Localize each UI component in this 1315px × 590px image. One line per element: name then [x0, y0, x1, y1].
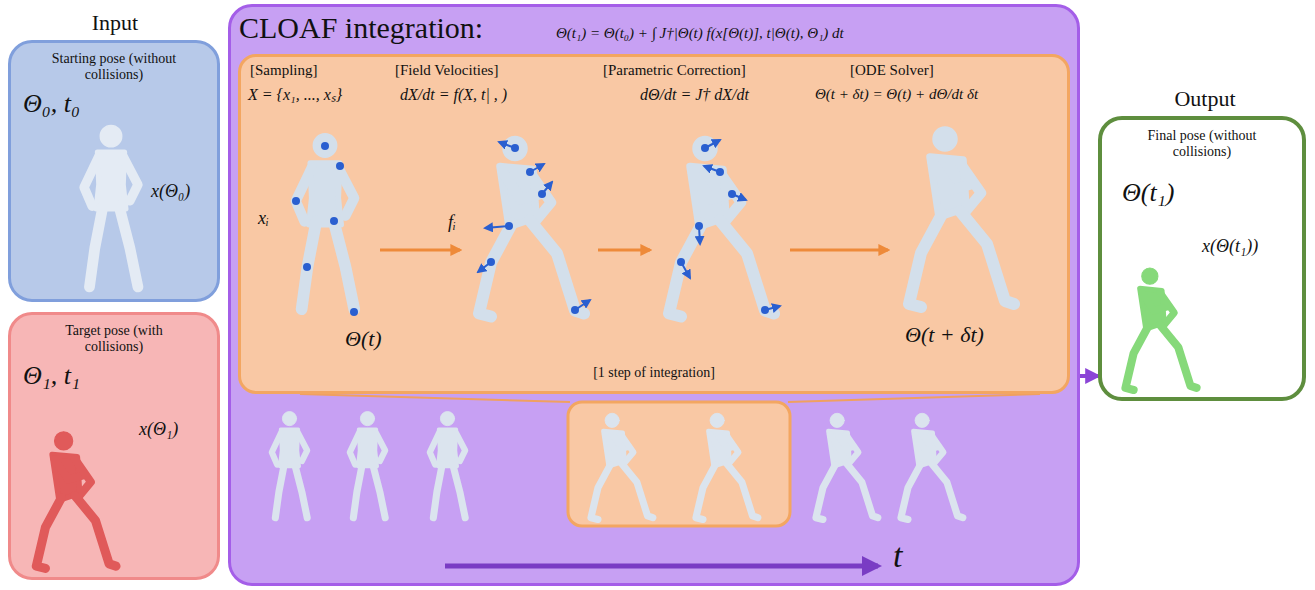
velocity-arrow — [705, 140, 720, 148]
step-arrow — [790, 249, 888, 252]
velocity-arrow — [499, 142, 515, 148]
point-label: xᵢ — [258, 208, 269, 229]
pose-parameters: Θ₁, t₁ — [23, 361, 80, 391]
target-pose-figure — [36, 432, 116, 569]
step-formula: X = {x₁, ..., xₛ} — [248, 86, 342, 104]
pose-figure — [296, 127, 1014, 317]
step-arrow — [380, 249, 888, 252]
velocity-arrow — [575, 300, 590, 310]
time-arrow — [445, 566, 878, 567]
velocity-arrow — [542, 182, 552, 194]
time-label: t — [893, 536, 902, 575]
start-pose-figure — [84, 125, 138, 287]
velocity-arrow — [765, 306, 780, 310]
pose-label: Θ(t) — [345, 326, 382, 351]
final-pose-figure — [1125, 268, 1196, 390]
zoom-lines — [568, 402, 790, 526]
final-pose-figure — [1125, 268, 1196, 390]
step-heading: [Parametric Correction] — [603, 62, 746, 79]
pose-sequence — [430, 412, 465, 518]
start-pose-figure — [84, 125, 138, 287]
pose-parameters: Θ₀, t₀ — [23, 89, 80, 119]
step-arrow — [598, 249, 650, 252]
box-heading: Starting pose (without collisions) — [41, 51, 187, 83]
input-box: Starting pose (without collisions) Θ₀, t₀… — [8, 40, 220, 302]
pose-sequence — [272, 412, 963, 520]
pose-sequence — [816, 413, 878, 519]
step-heading: [Field Velocities] — [395, 62, 498, 79]
output-box: Final pose (without collisions) Θ(t₁) x(Θ(… — [1098, 116, 1306, 401]
section-heading: Input — [60, 10, 170, 35]
zoom-lines — [300, 394, 1040, 526]
step-arrow — [380, 249, 460, 252]
sample-point — [336, 162, 344, 170]
sample-point — [303, 263, 311, 271]
pose-figure — [296, 134, 354, 309]
pose-sequence — [350, 412, 385, 518]
pose-parameters: Θ(t₁) — [1122, 178, 1174, 208]
pose-sequence — [272, 412, 307, 518]
pose-sequence — [591, 413, 653, 519]
pose-figure — [909, 127, 1014, 307]
input-box: Target pose (with collisions) Θ₁, t₁ x(Θ₁) — [8, 312, 220, 580]
velocity-arrow — [478, 262, 491, 272]
time-arrow — [445, 564, 878, 569]
velocity-arrow — [704, 166, 720, 172]
pose-sequence — [696, 413, 758, 519]
sample-point — [350, 308, 358, 316]
pose-label: Θ(t + δt) — [905, 322, 984, 347]
sample-point — [292, 197, 300, 205]
sample-point — [321, 142, 329, 150]
step-formula: dX/dt = f(X, t| , ) — [400, 86, 507, 104]
velocity-arrow — [681, 262, 690, 278]
pose-sequence — [901, 413, 963, 519]
step-caption: [1 step of integration] — [241, 365, 1067, 381]
velocity-arrow — [732, 194, 746, 200]
panel-title: CLOAF integration: — [239, 11, 483, 46]
velocity-arrow — [485, 226, 509, 228]
velocity-arrow — [478, 140, 780, 310]
vector-label: fᵢ — [448, 212, 456, 233]
step-formula: dΘ/dt = J† dX/dt — [640, 86, 749, 104]
step-heading: [Sampling] — [250, 62, 318, 79]
mesh-label: x(Θ₀) — [151, 181, 190, 202]
sample-point — [330, 217, 338, 225]
zoom-lines — [788, 394, 1040, 402]
velocity-arrow — [699, 226, 700, 244]
section-heading: Output — [1110, 86, 1300, 111]
integral-formula: Θ(t₁) = Θ(t₀) + ∫ J†|Θ(t) f(x[Θ(t)], t|Θ… — [556, 25, 844, 42]
mesh-label: x(Θ₁) — [139, 419, 178, 440]
pose-figure — [669, 137, 774, 317]
zoom-lines — [300, 394, 570, 402]
step-formula: Θ(t + δt) = Θ(t) + dΘ/dt δt — [815, 86, 978, 103]
pose-figure — [479, 137, 584, 317]
mesh-label: x(Θ(t₁)) — [1202, 236, 1258, 257]
step-heading: [ODE Solver] — [850, 62, 934, 79]
flow-arrow — [1080, 374, 1098, 378]
velocity-arrow — [530, 164, 544, 172]
box-heading: Final pose (without collisions) — [1128, 128, 1276, 160]
target-pose-figure — [36, 432, 116, 569]
sample-point — [292, 142, 769, 316]
box-heading: Target pose (with collisions) — [41, 323, 187, 355]
